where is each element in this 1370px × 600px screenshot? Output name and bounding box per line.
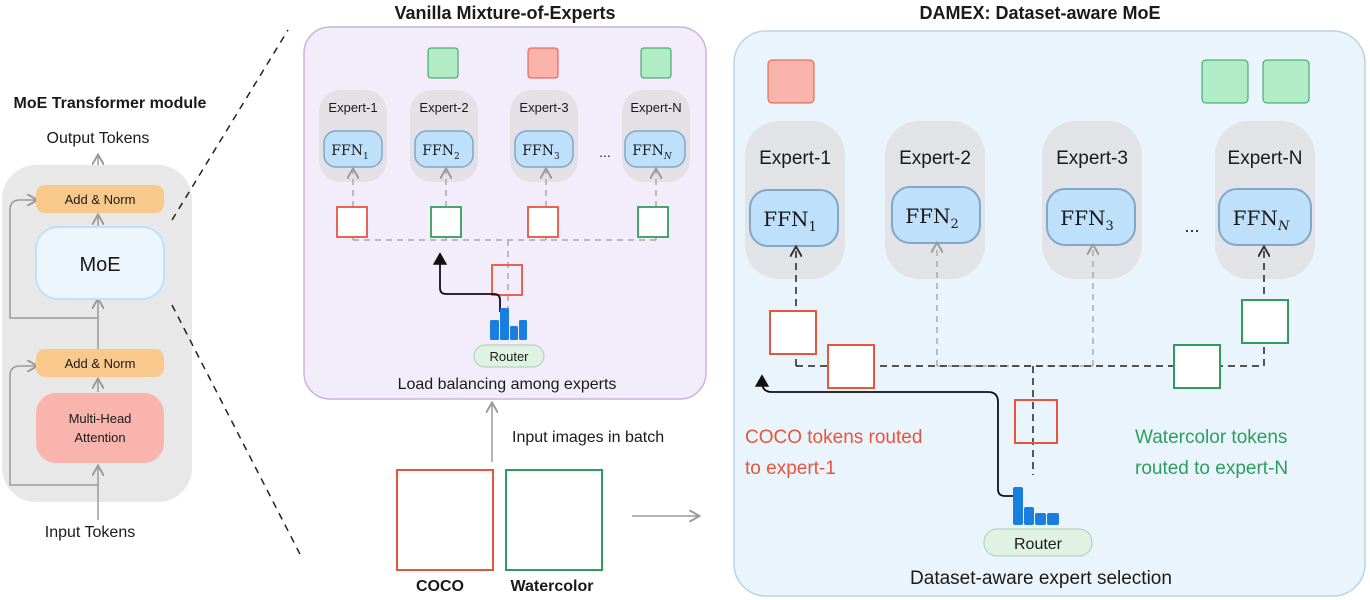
- damex-expert-1-label: Expert-1: [759, 148, 831, 169]
- damex-expert-n: Expert-N FFNN: [1215, 121, 1315, 279]
- vanilla-token-red-routing: [491, 264, 523, 296]
- vanilla-ffn-n: FFN: [632, 143, 664, 159]
- damex-assigned-token-expertN-2: [1262, 59, 1310, 104]
- attention-box: [36, 393, 164, 463]
- damex-router-icon: [1013, 487, 1059, 525]
- vanilla-ffn-1: FFN: [331, 143, 363, 159]
- vanilla-ffn-2: FFN: [422, 143, 454, 159]
- damex-token-green-1: [1173, 344, 1221, 389]
- vanilla-token-red-1: [336, 206, 368, 238]
- damex-caption: Dataset-aware expert selection: [910, 568, 1172, 589]
- damex-expert-3: Expert-3 FFN3: [1042, 121, 1142, 279]
- coco-label: COCO: [416, 578, 464, 595]
- damex-token-red-2: [827, 344, 875, 389]
- watercolor-image-box: [505, 469, 603, 571]
- add-norm-top-label: Add & Norm: [65, 192, 136, 207]
- damex-ffn-1: FFN: [763, 207, 808, 231]
- svg-text:FFN3: FFN3: [1060, 206, 1114, 234]
- damex-ffn-2: FFN: [905, 204, 950, 228]
- vanilla-expert-n: Expert-N FFNN: [622, 90, 690, 182]
- vanilla-assigned-token-expertN: [640, 47, 672, 79]
- vanilla-token-red-3: [527, 206, 559, 238]
- coco-image-box: [396, 469, 494, 571]
- svg-text:FFN2: FFN2: [422, 143, 459, 162]
- vanilla-expert-3: Expert-3 FFN3: [510, 90, 578, 182]
- vanilla-router-pill: [473, 344, 545, 368]
- module-title: MoE Transformer module: [14, 95, 207, 112]
- damex-expert-3-label: Expert-3: [1056, 148, 1128, 169]
- damex-ellipsis: ...: [1184, 216, 1199, 236]
- vanilla-ffn-3: FFN: [522, 143, 554, 159]
- coco-note-1: COCO tokens routed: [745, 427, 922, 448]
- damex-expert-2: Expert-2 FFN2: [885, 121, 985, 279]
- vanilla-token-green-2: [430, 206, 462, 238]
- svg-text:FFN1: FFN1: [331, 143, 368, 162]
- moe-label: MoE: [79, 254, 120, 276]
- vanilla-expert-3-label: Expert-3: [519, 100, 568, 115]
- coco-note-2: to expert-1: [745, 458, 836, 479]
- svg-text:FFN1: FFN1: [763, 207, 817, 235]
- vanilla-title: Vanilla Mixture-of-Experts: [394, 3, 615, 23]
- vanilla-expert-2: Expert-2 FFN2: [410, 90, 478, 182]
- damex-title: DAMEX: Dataset-aware MoE: [919, 3, 1160, 23]
- svg-text:FFNN: FFNN: [632, 143, 673, 162]
- input-images-caption: Input images in batch: [512, 429, 664, 446]
- svg-text:FFN3: FFN3: [522, 143, 560, 162]
- moe-box: [35, 226, 165, 300]
- add-norm-bottom-label: Add & Norm: [65, 356, 136, 371]
- watercolor-note-1: Watercolor tokens: [1135, 427, 1287, 448]
- watercolor-label: Watercolor: [511, 578, 594, 595]
- damex-token-green-2: [1241, 299, 1289, 344]
- damex-expert-n-label: Expert-N: [1228, 148, 1303, 169]
- vanilla-ellipsis: ...: [599, 144, 611, 160]
- damex-expert-1: Expert-1 FFN1: [745, 121, 845, 279]
- vanilla-route-arrow: [432, 252, 501, 312]
- attention-label-2: Attention: [74, 430, 125, 445]
- vanilla-moe-panel: Vanilla Mixture-of-Experts Expert-1 FFN1…: [303, 3, 707, 400]
- vanilla-router-icon: [490, 308, 527, 340]
- add-norm-bottom-box: [36, 349, 164, 377]
- damex-router-pill: [983, 528, 1093, 557]
- svg-text:FFNN: FFNN: [1233, 206, 1290, 234]
- vanilla-router-label: Router: [489, 349, 529, 364]
- moe-transformer-module: MoE Transformer module Output Tokens Add…: [2, 95, 207, 541]
- attention-label-1: Multi-Head: [69, 411, 132, 426]
- vanilla-expert-2-label: Expert-2: [419, 100, 468, 115]
- vanilla-expert-1: Expert-1 FFN1: [319, 90, 387, 182]
- vanilla-assigned-token-expert3: [527, 47, 559, 79]
- vanilla-caption: Load balancing among experts: [398, 376, 617, 393]
- damex-expert-2-label: Expert-2: [899, 148, 971, 169]
- watercolor-note-2: routed to expert-N: [1135, 458, 1288, 479]
- damex-router-label: Router: [1014, 536, 1063, 553]
- damex-panel: DAMEX: Dataset-aware MoE Expert-1 FFN1 E…: [733, 3, 1366, 597]
- damex-token-red-1: [769, 310, 817, 355]
- input-images: Input images in batch COCO Watercolor: [396, 404, 698, 595]
- input-tokens-label: Input Tokens: [45, 524, 135, 541]
- output-tokens-label: Output Tokens: [47, 130, 150, 147]
- zoom-line-top: [171, 29, 289, 221]
- damex-coco-route-arrow: [754, 374, 1015, 497]
- vanilla-assigned-token-expert2: [427, 47, 459, 79]
- vanilla-panel-bg: [303, 26, 707, 400]
- damex-assigned-token-expert1: [767, 59, 815, 104]
- vanilla-expert-1-label: Expert-1: [328, 100, 377, 115]
- damex-ffn-3: FFN: [1060, 206, 1105, 230]
- svg-text:FFN2: FFN2: [905, 204, 959, 232]
- damex-ffn-n: FFN: [1233, 206, 1278, 230]
- vanilla-token-green-n: [637, 206, 669, 238]
- damex-assigned-token-expertN-1: [1201, 59, 1249, 104]
- damex-token-red-routing: [1014, 399, 1058, 444]
- add-norm-top-box: [36, 185, 164, 213]
- vanilla-expert-n-label: Expert-N: [630, 100, 681, 115]
- zoom-line-bottom: [171, 304, 303, 559]
